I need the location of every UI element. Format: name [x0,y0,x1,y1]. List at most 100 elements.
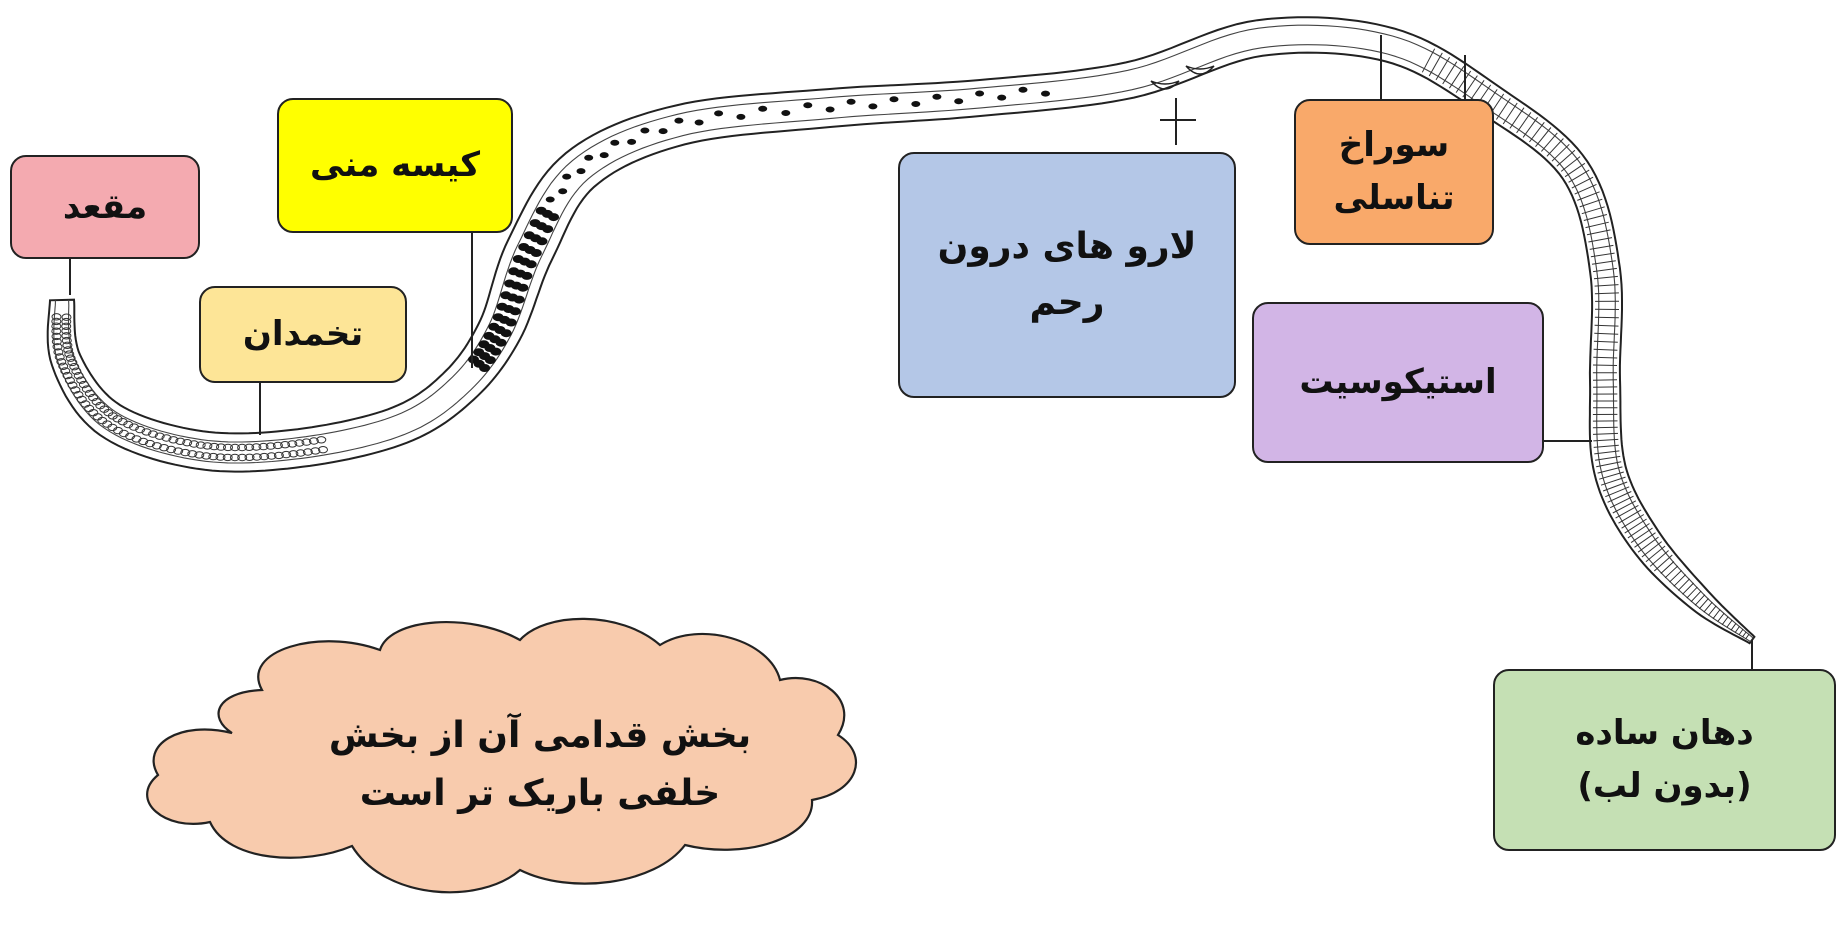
ovary-cell [308,437,319,445]
egg [975,90,985,97]
ovary-cell [51,337,62,346]
ovary-cell [61,322,72,330]
esophagus-ring [1673,574,1687,587]
ovary-cell [258,442,269,451]
stichocyte-ring [1649,550,1669,567]
stichocyte-ring [1455,70,1472,93]
stichocyte-ring [1546,138,1564,157]
callout-cloud [146,617,857,894]
ovary-cell [272,441,283,450]
stichocyte-ring [1529,121,1545,143]
stichocyte-ring [1585,221,1609,229]
ovary-cell [265,442,276,450]
ovary-cell [173,447,184,455]
ovary-cell [251,443,262,451]
ovary-cell [91,398,102,406]
esophagus-ring [1677,578,1690,591]
ovary-cell [237,443,248,452]
ovary-cell [301,438,312,446]
egg [576,168,586,175]
ovary-cell [208,452,219,461]
ovary-cell [54,353,65,361]
ovary-cell [70,386,81,394]
ovary-cell [61,336,72,345]
ovary-cell [52,343,63,351]
stichocyte-ring [1618,509,1642,524]
ovary-cell [60,367,71,375]
stichocyte-ring [1597,466,1623,474]
stichocyte-ring [1579,198,1603,208]
ovary-cell [63,346,74,354]
ovary-cell [129,423,139,431]
stichocyte-ring [1556,149,1576,167]
label-ovary: تخمدان [199,286,407,383]
stichocyte-ring [1594,316,1619,319]
ovary-cell [61,313,72,321]
ovary-cell [51,332,62,341]
ovary-cell [230,443,240,452]
egg [490,347,502,356]
stichocyte-ring [1592,426,1618,429]
egg [627,138,637,145]
ovary-cell [316,436,327,444]
stichocyte-ring [1541,132,1558,152]
ovary-cell [209,442,220,451]
ovary-cell [215,453,226,461]
stichocyte-ring [1574,183,1597,195]
egg [889,96,899,103]
label-mouth: دهان ساده (بدون لب) [1493,669,1836,851]
ovary-cell [81,385,92,393]
stichocyte-ring [1535,127,1552,148]
ovary-cell [51,313,62,321]
worm-inner-wall-lower [67,24,1754,639]
ovary-cell [288,450,299,458]
ovary-cell [281,450,292,459]
esophagus-ring [1745,633,1750,640]
ovary-cell [151,442,162,450]
worm-inner-wall-upper [53,44,1752,643]
esophagus-ring [1707,605,1717,616]
ovary-cell [76,395,87,404]
stichocyte-ring [1593,356,1618,359]
label-mouth-line1: دهان ساده [1575,713,1754,754]
ovary-cell [237,453,248,462]
stichocyte-ring [1468,80,1485,102]
ovary-cell [287,440,298,448]
esophagus-ring [1690,590,1702,603]
ovary-cell [187,450,198,458]
label-seminal-vesicle: کیسه منی [277,98,513,233]
egg [525,260,537,269]
ovary-cell [182,439,193,447]
ovary-cell [138,437,149,446]
ovary-cell [62,341,73,349]
egg [495,338,507,347]
stichocyte-ring [1522,117,1539,138]
label-vulva: سوراخ تناسلی [1294,99,1494,245]
ovary-cell [189,440,199,448]
ovary-cell [273,451,284,460]
ovary-cell [201,452,212,460]
egg [500,329,512,338]
leader-lines [69,35,1753,669]
ovary-cell [64,350,75,358]
cloud-caption-line2: خلفی باریک تر است [359,773,721,814]
egg [505,318,517,327]
stichocyte-ring [1428,52,1443,77]
ovary-cell [67,381,78,389]
stichocyte-ring [1592,364,1618,366]
stichocyte-ring [1637,536,1659,553]
ovary-cell [244,443,255,451]
stichocyte-ring [1605,486,1630,498]
esophagus-ring [1712,609,1721,619]
ovary-cell [295,449,306,457]
worm-internal-organs [51,48,1750,640]
stichocyte-ring [1421,48,1436,73]
stichocyte-ring [1564,162,1586,178]
stichocyte-ring [1594,332,1619,335]
label-uterine-larvae: لارو های درون رحم [898,152,1236,398]
esophagus-ring [1703,601,1713,613]
cloud-caption-line1: بخش قدامی آن از بخش [328,715,752,757]
label-ovary-text: تخمدان [242,314,364,355]
esophagus-ring [1698,598,1709,610]
